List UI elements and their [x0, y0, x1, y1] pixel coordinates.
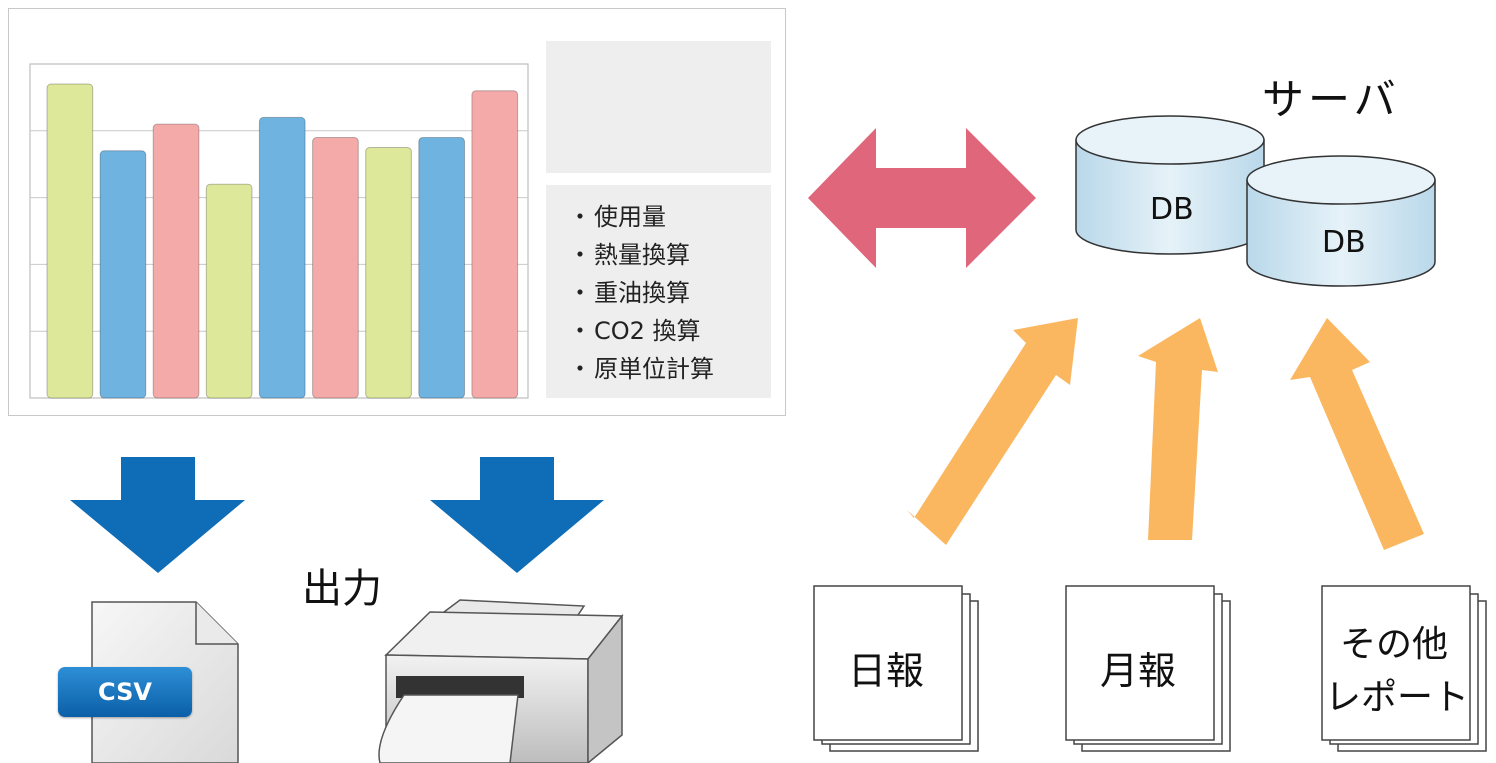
panel-blank-box [546, 41, 771, 173]
metric-item-heat: 熱量換算 [568, 236, 714, 274]
chart-bar [46, 83, 94, 399]
chart-bar [152, 123, 200, 399]
report-other-label-1: その他 [1340, 624, 1449, 665]
up-arrow-icon [907, 318, 1078, 545]
db-label-2: DB [1322, 225, 1366, 260]
chart-bar [418, 137, 465, 399]
metrics-list: 使用量 熱量換算 重油換算 CO2 換算 原単位計算 [568, 198, 714, 388]
document-stack-icon [1065, 585, 1231, 752]
metric-item-co2: CO2 換算 [568, 312, 714, 350]
metric-item-unit: 原単位計算 [568, 350, 714, 388]
database-cylinder-icon [1246, 155, 1436, 287]
document-stack-icon [1321, 585, 1487, 752]
db-label-1: DB [1150, 192, 1194, 227]
printer-icon [378, 599, 624, 763]
chart-bar [99, 150, 147, 399]
down-arrow-icon [430, 457, 604, 573]
up-arrow-icon [1290, 318, 1424, 550]
output-label: 出力 [302, 566, 382, 612]
database-cylinder-icon [1075, 115, 1265, 255]
metric-item-usage: 使用量 [568, 198, 714, 236]
report-other-label-2: レポート [1325, 677, 1470, 718]
report-monthly-label: 月報 [1100, 649, 1177, 693]
server-label: サーバ [1262, 75, 1400, 124]
chart-bar [365, 147, 412, 399]
up-arrow-icon [1138, 318, 1218, 540]
chart-bar [471, 90, 519, 399]
report-daily-label: 日報 [848, 649, 925, 693]
chart-bar [205, 183, 253, 399]
double-headed-arrow-icon [808, 128, 1036, 268]
chart-bar [312, 137, 359, 399]
metric-item-heavy-oil: 重油換算 [568, 274, 714, 312]
csv-badge: CSV [58, 667, 192, 717]
down-arrow-icon [70, 457, 245, 573]
document-stack-icon [813, 585, 979, 752]
chart-bar [258, 116, 306, 399]
